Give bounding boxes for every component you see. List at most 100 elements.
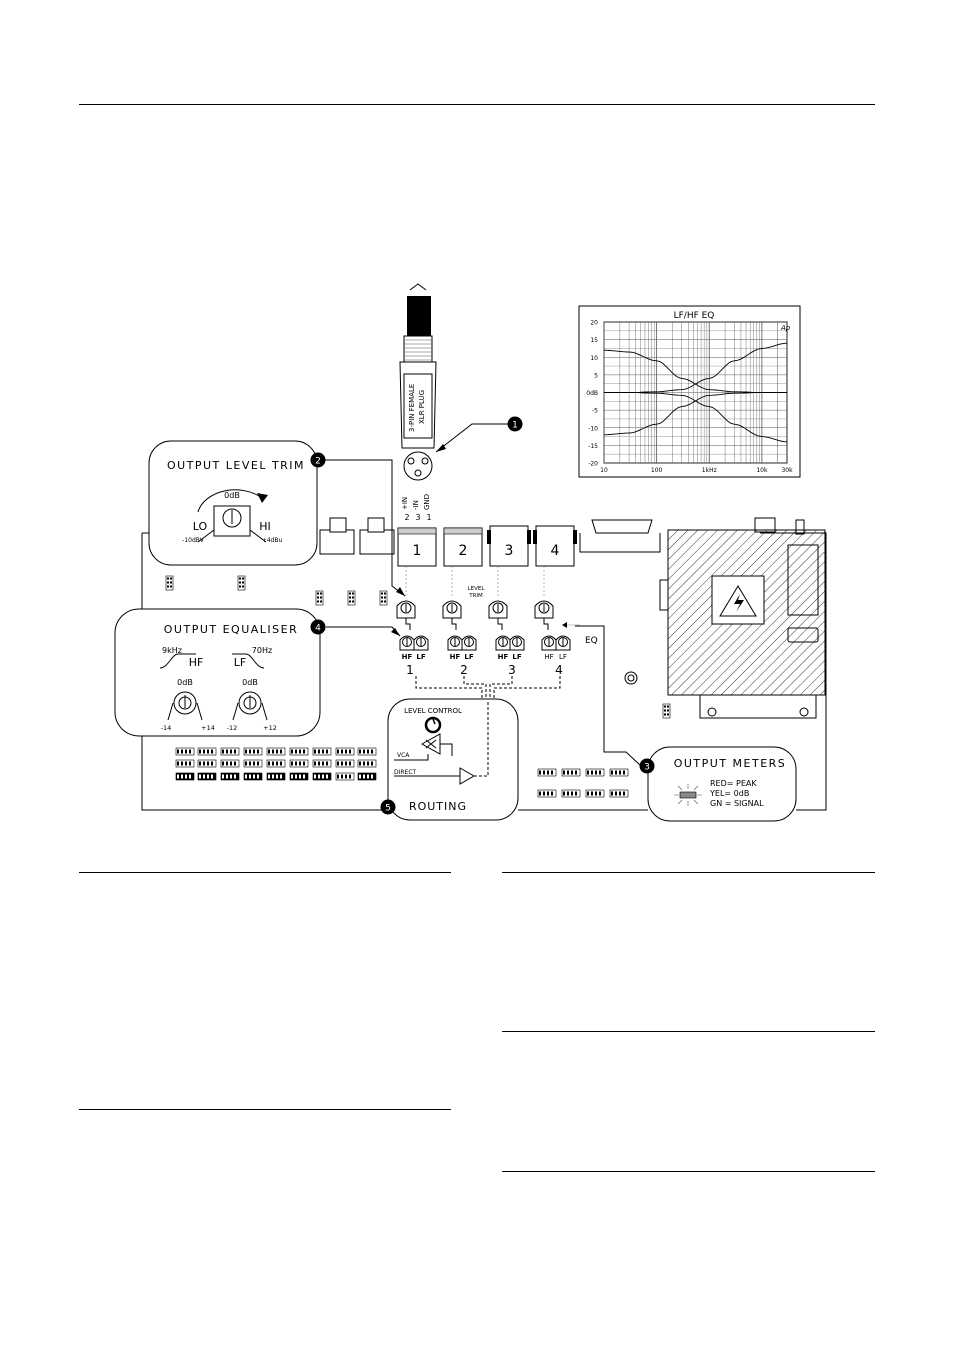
dip-switch [315,590,324,606]
dip-switch [266,772,286,781]
level-trim-pot-4 [534,600,554,630]
callout-4: 4 [310,619,401,637]
eq-pot-lf-label: LF [559,653,567,661]
dip-switch [357,747,377,756]
trim-zero-label: 0dB [224,491,240,500]
dip-switch [312,772,332,781]
level-trim-pot-2 [442,600,462,630]
meter-line-3: GN = SIGNAL [710,799,764,808]
dip-switch [266,759,286,768]
output-connector-2: 2 [443,527,483,567]
eq-label: EQ [585,636,598,646]
svg-text:2: 2 [459,543,468,559]
eq-pot-lf-label: LF [512,653,521,661]
dip-switch [289,747,309,756]
eq-pot-lf-label: LF [416,653,425,661]
dip-switch [335,747,355,756]
dip-switch [165,575,174,591]
cable [407,296,431,336]
header-rule [79,104,875,105]
svg-text:1: 1 [512,421,518,431]
dip-switch [175,772,195,781]
svg-text:3: 3 [505,543,514,559]
dip-switch [585,768,605,777]
eq-pot-hf-label: HF [544,653,553,661]
dip-switch [335,759,355,768]
dip-switch [220,772,240,781]
hf-freq-label: 9kHz [162,646,182,655]
output-connector-4: 4 [533,525,577,567]
direct-label: DIRECT [394,769,417,776]
dip-switch [289,772,309,781]
lf-min-label: -12 [227,724,238,732]
dip-switch [537,789,557,798]
meter-line-2: YEL= 0dB [709,789,749,798]
chart-logo: Ap [780,324,791,332]
channel-number-1: 1 [406,663,414,677]
dip-switch [357,759,377,768]
output-equaliser-title: OUTPUT EQUALISER [164,623,298,636]
xlr-pin-number-3: 1 [426,513,431,522]
lf-max-label: +12 [263,724,277,732]
svg-text:2: 2 [315,457,321,467]
level-trim-pot-3 [488,600,508,630]
dip-switch [379,590,388,606]
chart-y-tick-label: -5 [592,408,598,415]
dip-switch [289,759,309,768]
dip-switch [335,772,355,781]
chart-x-tick-label: 1kHz [702,467,717,474]
dip-switch-banks [165,575,671,798]
xlr-pin-label-3: GND [423,494,431,510]
xlr-pin-number-2: 3 [415,513,420,522]
chart-y-tick-label: 15 [590,337,598,344]
callout-1: 1 [435,416,523,453]
dip-switch [266,747,286,756]
trim-lo-label: LO [193,520,208,533]
led-icon [674,784,702,806]
svg-text:4: 4 [551,543,560,559]
hf-max-label: +14 [201,724,215,732]
channel-number-2: 2 [460,663,468,677]
output-level-trim-box: OUTPUT LEVEL TRIM 0dB LO HI -10dBV +4dBu [148,440,318,566]
eq-pot-hf-label: HF [402,653,413,661]
dip-switch [243,772,263,781]
channel-number-4: 4 [555,663,563,677]
svg-text:5: 5 [385,804,391,814]
chart-title: LF/HF EQ [674,311,715,321]
section-rule-left-1 [79,872,451,873]
chart-y-tick-label: -20 [588,461,598,468]
chart-y-tick-label: 20 [590,320,598,327]
chart-y-tick-label: 10 [590,355,598,362]
chart-y-tick-label: 5 [594,372,598,379]
eq-pot-hf-label: HF [450,653,461,661]
dip-switch [237,575,246,591]
dip-switch [347,590,356,606]
channel-number-3: 3 [508,663,516,677]
chart-y-tick-label: 0dB [586,390,598,397]
dip-switch [175,759,195,768]
dip-switch [561,789,581,798]
hf-label: HF [189,656,204,669]
xlr-label-2: XLR PLUG [418,390,426,424]
xlr-label-1: 3-PIN FEMALE [408,384,416,432]
dip-switch [243,759,263,768]
level-trim-label-1: LEVEL [468,586,486,592]
chart-x-tick-label: 30k [781,467,793,474]
routing-box: LEVEL CONTROL VCA DIRECT ROUTING [387,698,519,821]
xlr-plug: 3-PIN FEMALE XLR PLUG +IN -IN GND 2 3 1 [399,283,437,522]
chart-series [603,342,788,443]
lf-freq-label: 70Hz [252,646,272,655]
section-rule-right-1 [502,872,875,873]
dip-switch [312,759,332,768]
callout-3: 3 [575,625,655,774]
dip-switch [609,768,629,777]
xlr-pin-label-2: -IN [412,500,420,510]
meter-line-1: RED= PEAK [710,779,757,788]
